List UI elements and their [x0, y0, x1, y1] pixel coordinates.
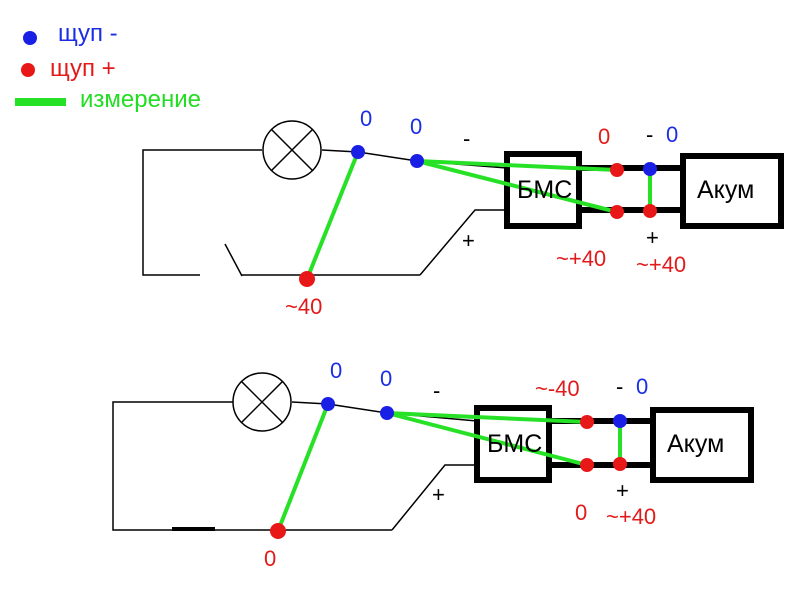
circuit-1-battery-label: Акум: [697, 176, 755, 204]
circuit-2-probe-minus-node1: [321, 397, 335, 411]
circuit-1-probe-plus-battery: [643, 204, 657, 218]
circuit-2-wire-plus-sign: +: [432, 482, 445, 507]
circuit-2-battery-label: Акум: [667, 430, 725, 458]
circuit-2-battery-minus-sign: -: [616, 374, 624, 399]
circuit-2-reading-battery-minus: 0: [636, 374, 649, 399]
circuit-1-probe-plus-switch: [299, 271, 315, 287]
circuit-2-probe-plus-battery: [613, 457, 627, 471]
legend-measurement-label: измерение: [80, 86, 201, 113]
circuit-1-bms-label: БМС: [517, 176, 573, 204]
circuit-1-reading-node2: 0: [410, 114, 423, 139]
circuit-2-wire-node-node: [327, 403, 388, 414]
circuit-1-probe-minus-node2: [410, 154, 424, 168]
circuit-1-reading-node1: 0: [360, 106, 373, 131]
circuit-1-reading-bms-minus: 0: [598, 124, 611, 149]
circuit-2-battery-plus-sign: +: [616, 478, 629, 503]
circuit-1-measure-bms-plus: [415, 159, 619, 214]
circuit-2-bms-label: БМС: [487, 430, 543, 458]
legend-probe-minus-label: щуп -: [58, 20, 118, 47]
circuit-1-reading-switch: ~40: [285, 294, 323, 319]
circuit-2-probe-plus-switch: [270, 523, 286, 539]
circuit-2-bms-box: [474, 405, 552, 483]
circuit-1-wire-minus-sign: -: [463, 126, 471, 151]
circuit-1-wire-node-node: [357, 151, 418, 162]
legend-probe-plus-label: щуп +: [50, 55, 116, 82]
circuit-2: [112, 372, 754, 539]
circuit-2-reading-node1: 0: [330, 358, 343, 383]
circuit-2-reading-battery-plus: ~+40: [606, 504, 657, 529]
circuit-1-battery-minus-sign: -: [646, 122, 654, 147]
circuit-2-left-wire: [112, 401, 233, 531]
circuit-1-reading-battery-plus: ~+40: [636, 252, 687, 277]
circuit-1-lamp-icon: [262, 120, 322, 180]
circuit-2-battery-box: [650, 407, 754, 483]
circuit-2-probe-plus-bms-minus: [580, 415, 594, 429]
circuit-2-plus-wire: [391, 464, 477, 531]
circuit-1-bms-box: [504, 151, 582, 229]
circuit-2-probe-minus-battery: [613, 414, 627, 428]
circuit-2-measure-switch: [276, 402, 330, 533]
circuit-1-battery-plus-sign: +: [646, 225, 659, 250]
circuit-2-reading-bms-plus: 0: [575, 500, 588, 525]
circuit-1-measure-bms-minus: [415, 159, 619, 172]
circuit-1-wire-plus-sign: +: [462, 228, 475, 253]
circuit-1-probe-minus-node1: [351, 145, 365, 159]
circuit-1-reading-battery-minus: 0: [666, 122, 679, 147]
circuit-1-probe-minus-battery: [643, 162, 657, 176]
circuit-1-probe-plus-bms-minus: [610, 163, 624, 177]
circuit-1-measure-switch: [305, 150, 360, 281]
circuit-2-wire-minus-sign: -: [433, 378, 441, 403]
circuit-1-probe-plus-bms-plus: [610, 205, 624, 219]
circuit-1-left-wire: [142, 149, 262, 276]
circuit-2-lamp-icon: [232, 372, 292, 432]
circuit-2-measure-bms-minus: [385, 411, 589, 424]
circuit-2-reading-switch: 0: [264, 546, 277, 571]
legend-probe-plus-dot: [21, 63, 35, 77]
circuit-2-measure-bms-plus: [385, 411, 589, 467]
circuit-1-battery-box: [680, 153, 784, 229]
circuit-2-reading-node2: 0: [380, 366, 393, 391]
circuit-2-probe-plus-bms-plus: [580, 458, 594, 472]
circuit-2-reading-bms-minus: ~-40: [535, 376, 580, 401]
circuit-1-open-switch: [224, 243, 243, 277]
legend-probe-minus-dot: [23, 31, 37, 45]
circuit-1: [142, 120, 784, 287]
circuit-1-wires: [142, 149, 508, 277]
circuit-2-measurements: [276, 402, 622, 533]
circuit-1-reading-bms-plus: ~+40: [556, 246, 607, 271]
circuit-1-plus-wire: [419, 209, 507, 276]
circuit-2-probe-minus-node2: [380, 406, 394, 420]
